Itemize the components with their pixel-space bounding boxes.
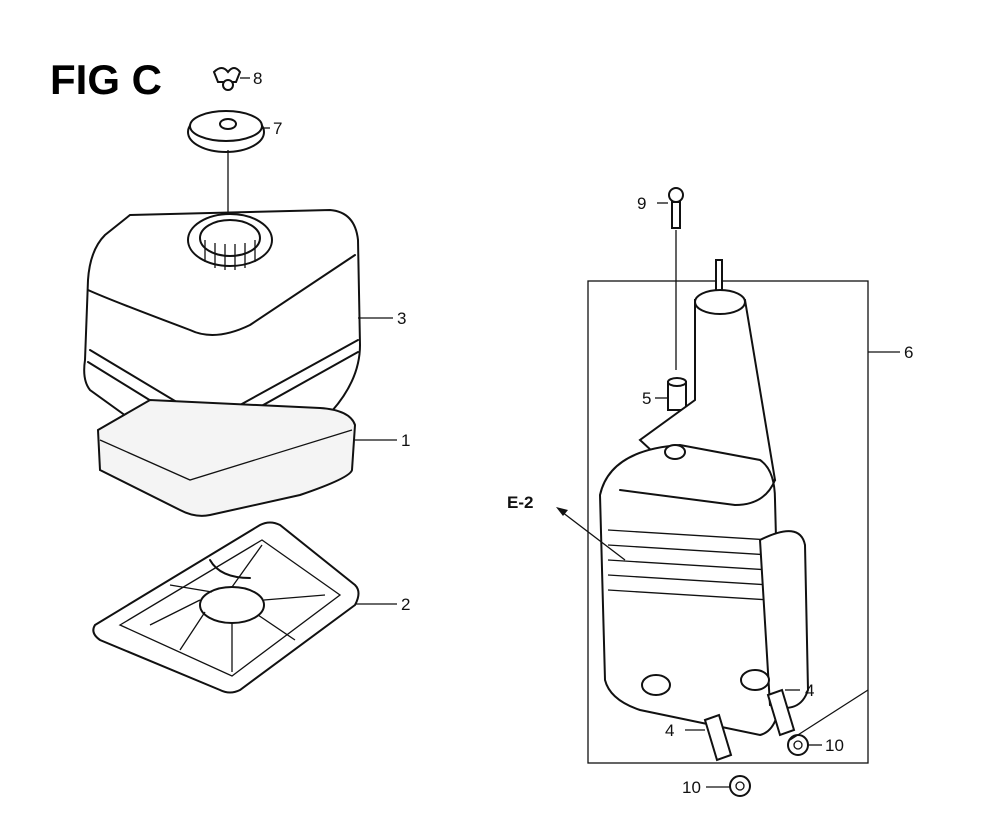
air-cleaner-elbow: [598, 259, 810, 737]
callout-10b: 10: [682, 778, 701, 797]
washer-7: [187, 110, 265, 153]
callout-2: 2: [401, 595, 410, 614]
callout-1: 1: [401, 431, 410, 450]
pin-4: [703, 688, 796, 762]
bolt-9: [668, 187, 684, 370]
callout-4a: 4: [805, 681, 814, 700]
air-filter-element-1: [96, 398, 357, 517]
figure-title: FIG C: [50, 56, 162, 103]
filter-base-grid-2: [92, 521, 360, 694]
callout-3: 3: [397, 309, 406, 328]
collar-5: [667, 377, 687, 411]
callout-9: 9: [637, 194, 646, 213]
wing-nut-8: [212, 67, 242, 91]
callout-6: 6: [904, 343, 913, 362]
assembly-bracket-6: [587, 280, 869, 764]
nut-10: [729, 734, 809, 797]
callout-5: 5: [642, 389, 651, 408]
reference-e2: E-2: [507, 493, 533, 512]
callout-7: 7: [273, 119, 282, 138]
callout-4b: 4: [665, 721, 674, 740]
leader-lines: [240, 77, 900, 788]
callout-10a: 10: [825, 736, 844, 755]
callout-8: 8: [253, 69, 262, 88]
